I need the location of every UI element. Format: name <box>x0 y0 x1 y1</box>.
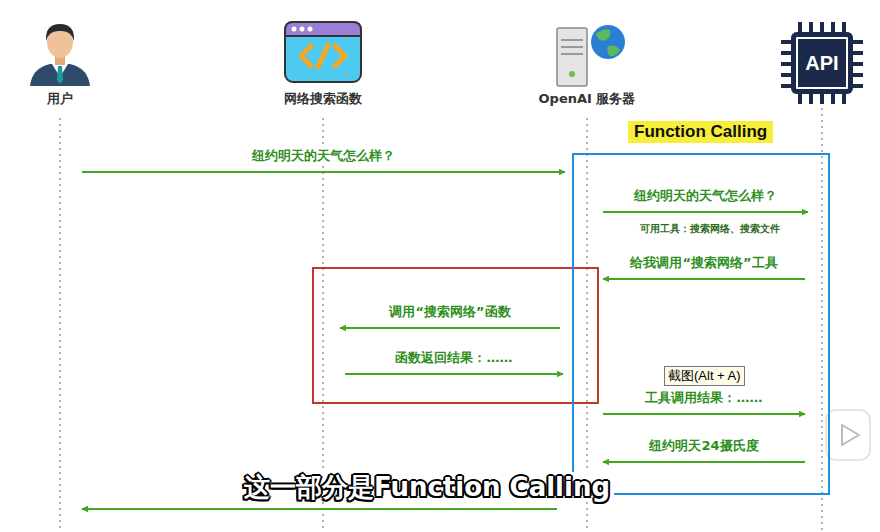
code-window-icon <box>300 27 305 32</box>
message-arrow <box>82 508 557 510</box>
user-icon <box>30 64 90 86</box>
api-chip: API <box>791 32 853 94</box>
chip-pins <box>831 22 835 32</box>
chip-pins <box>853 73 863 77</box>
user-icon <box>46 24 74 41</box>
message-label: 给我调用“搜索网络”工具 <box>627 254 780 271</box>
chip-pins <box>781 62 791 66</box>
lifelines <box>59 118 61 532</box>
lifelines <box>586 118 588 532</box>
chip-pins <box>809 94 813 104</box>
message-arrow <box>603 211 808 213</box>
server-icon <box>557 28 587 86</box>
code-window-icon <box>285 22 361 36</box>
lifelines <box>821 108 823 532</box>
server-icon <box>569 71 575 77</box>
server-icon <box>596 30 611 41</box>
highlight-frame <box>313 268 598 403</box>
chip-pins <box>798 22 802 32</box>
message-arrow <box>82 171 565 173</box>
code-window-icon <box>285 22 361 82</box>
server-icon <box>561 46 583 48</box>
code-window-icon <box>292 27 297 32</box>
chip-pins <box>853 84 863 88</box>
chip-pins <box>781 22 863 104</box>
chip-pins <box>781 73 791 77</box>
node-text: API <box>805 52 838 75</box>
message-arrow <box>603 461 805 463</box>
server-icon <box>561 53 583 55</box>
code-window-icon <box>335 46 345 66</box>
message-label: 纽约明天的天气怎么样？ <box>631 187 780 204</box>
chip-pins <box>842 94 846 104</box>
node-text: 用户 <box>47 90 73 107</box>
server-icon <box>591 25 625 59</box>
message-label: 纽约明天的天气怎么样？ <box>249 147 398 164</box>
participant-label: OpenAI 服务器 <box>539 90 636 107</box>
chip-pins <box>831 94 835 104</box>
chip-pins <box>798 94 802 104</box>
chip-pins <box>781 51 791 55</box>
code-window-icon <box>308 27 313 32</box>
code-window-icon <box>285 22 361 82</box>
chip-pins <box>820 94 824 104</box>
server-icon <box>607 46 620 57</box>
message-label: 工具调用结果：…… <box>642 389 765 406</box>
play-button <box>842 425 859 445</box>
chip-pins <box>842 22 846 32</box>
message-arrow <box>603 278 805 280</box>
message-label: 纽约明天24摄氏度 <box>646 437 761 454</box>
server-icon <box>561 39 583 41</box>
chip-pins <box>853 40 863 44</box>
message-arrow <box>603 413 805 415</box>
video-subtitle: 这一部分是Function Calling <box>240 472 614 502</box>
play-button <box>826 410 870 460</box>
node-text: OpenAI 服务器 <box>539 90 636 107</box>
participant-label: 用户 <box>47 90 73 107</box>
tool-list-note: 可用工具：搜索网络、搜索文件 <box>638 222 782 235</box>
code-window-icon <box>318 45 328 67</box>
node-text: 网络搜索函数 <box>284 90 362 107</box>
message-label: 调用“搜索网络”函数 <box>386 303 513 320</box>
chip-pins <box>853 62 863 66</box>
chip-pins <box>820 22 824 32</box>
region-heading: Function Calling <box>628 121 773 143</box>
code-window-icon <box>301 45 345 67</box>
play-button <box>826 410 870 460</box>
message-arrow <box>340 327 560 329</box>
screenshot-tooltip: 截图(Alt + A) <box>664 366 745 386</box>
code-window-icon <box>301 46 311 66</box>
message-label: 函数返回结果：…… <box>392 349 515 366</box>
message-arrow <box>345 373 563 375</box>
chip-pins <box>781 40 791 44</box>
user-icon <box>30 24 90 86</box>
chip-pins <box>809 22 813 32</box>
chip-pins <box>781 84 791 88</box>
lifelines <box>322 118 324 532</box>
participant-label: 网络搜索函数 <box>284 90 362 107</box>
server-icon <box>557 25 625 86</box>
user-icon <box>57 66 63 84</box>
lifelines <box>60 108 822 532</box>
chip-pins <box>853 51 863 55</box>
